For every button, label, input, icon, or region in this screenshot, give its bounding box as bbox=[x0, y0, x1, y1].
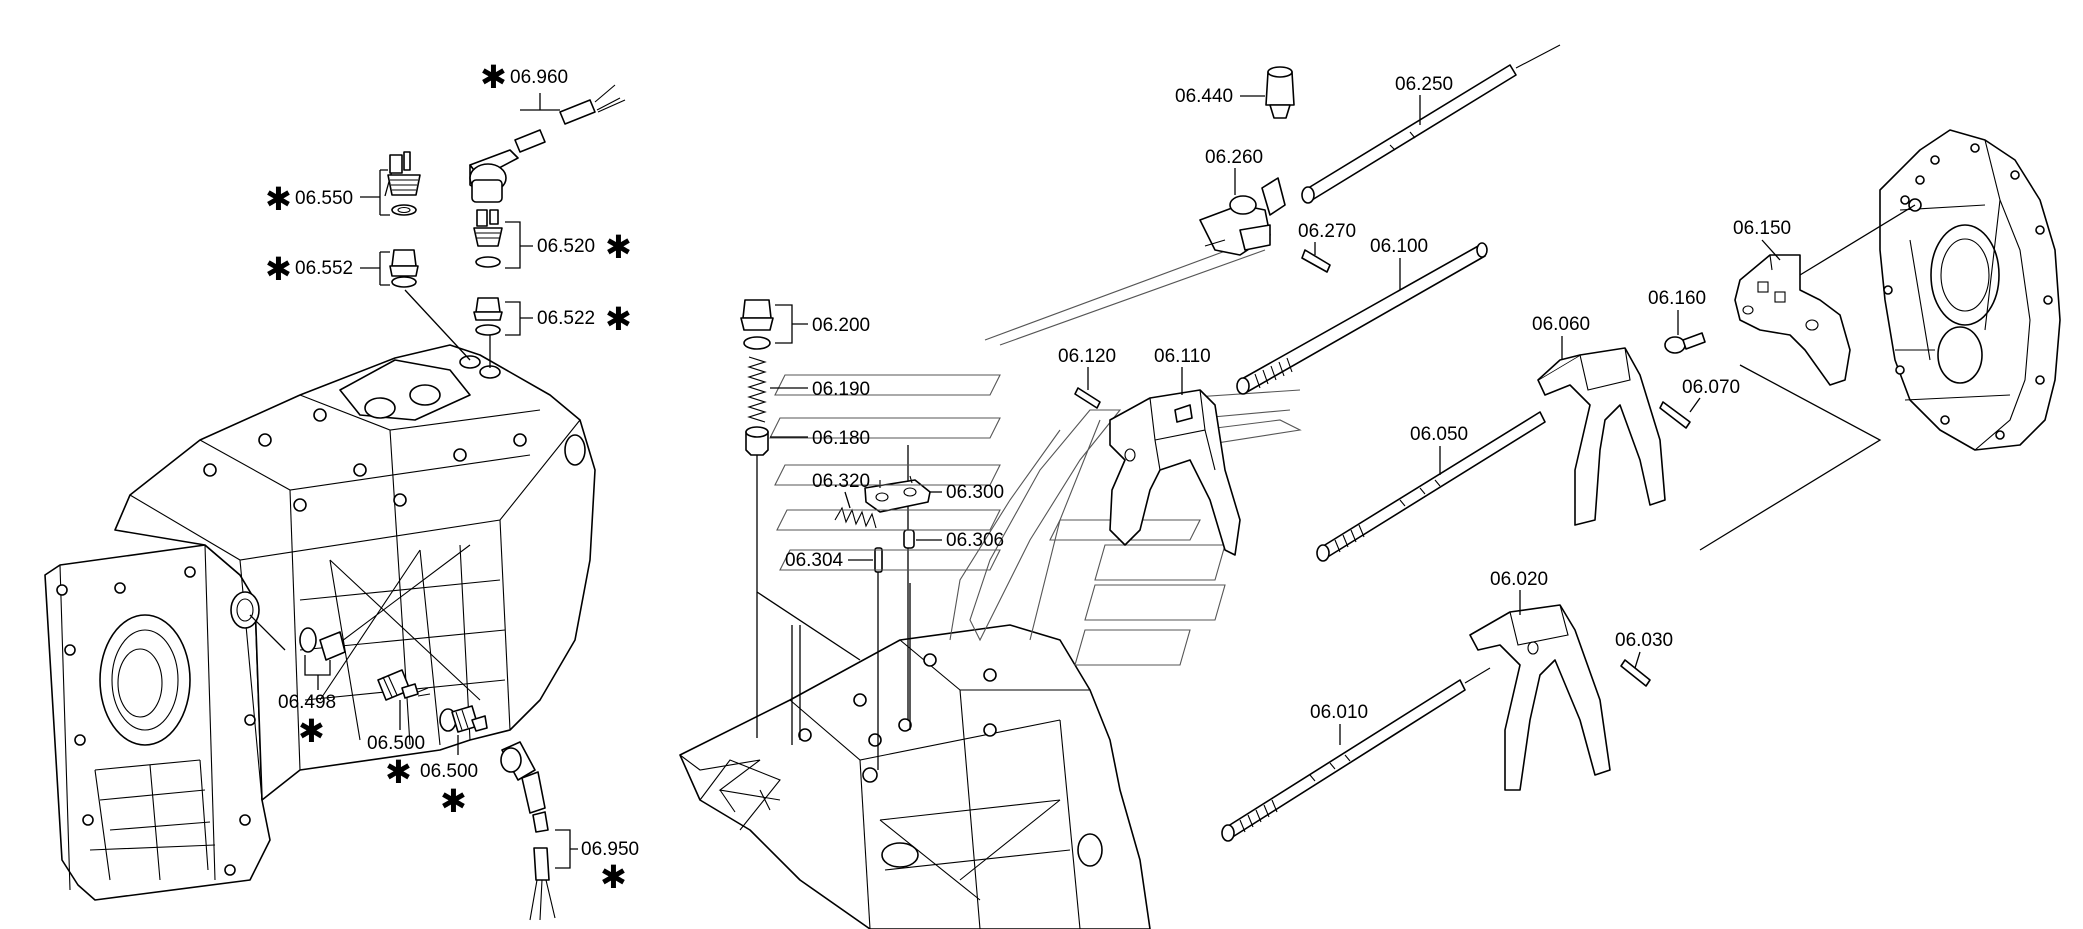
label-06120: 06.120 bbox=[1058, 346, 1116, 367]
ghost-outline-lines bbox=[769, 239, 1302, 666]
fork-06110 bbox=[1109, 389, 1241, 556]
pin-06270 bbox=[1301, 249, 1331, 273]
pin-06030 bbox=[1620, 659, 1651, 687]
center-leader-lines bbox=[756, 445, 911, 770]
right-cover bbox=[1879, 129, 2061, 451]
connector-06950 bbox=[500, 741, 556, 921]
star-mark: ✱ bbox=[440, 782, 467, 820]
pin-06070 bbox=[1659, 401, 1691, 429]
label-06300: 06.300 bbox=[946, 482, 1004, 503]
label-06050: 06.050 bbox=[1410, 424, 1468, 445]
label-06306: 06.306 bbox=[946, 530, 1004, 551]
label-06440: 06.440 bbox=[1175, 86, 1233, 107]
plug-06552 bbox=[389, 249, 419, 288]
center-housing-section bbox=[679, 624, 1151, 929]
pin-06304 bbox=[874, 547, 883, 573]
label-06160: 06.160 bbox=[1648, 288, 1706, 309]
star-mark: ✱ bbox=[385, 753, 412, 791]
rod-06010 bbox=[1221, 667, 1491, 842]
star-mark: ✱ bbox=[605, 300, 632, 338]
star-mark: ✱ bbox=[600, 858, 627, 896]
label-06520: 06.520 bbox=[537, 236, 595, 257]
label-06500-a: 06.500 bbox=[367, 733, 425, 754]
label-06250: 06.250 bbox=[1395, 74, 1453, 95]
label-06270: 06.270 bbox=[1298, 221, 1356, 242]
sensor-06960-connector bbox=[469, 84, 626, 203]
label-06020: 06.020 bbox=[1490, 569, 1548, 590]
star-mark: ✱ bbox=[298, 712, 325, 750]
star-mark: ✱ bbox=[265, 180, 292, 218]
label-06522: 06.522 bbox=[537, 308, 595, 329]
label-06190: 06.190 bbox=[812, 379, 870, 400]
rod-06050 bbox=[1316, 411, 1546, 562]
label-06320: 06.320 bbox=[812, 471, 870, 492]
label-06552: 06.552 bbox=[295, 258, 353, 279]
label-06200: 06.200 bbox=[812, 315, 870, 336]
plate-06150 bbox=[1734, 254, 1851, 386]
label-06110: 06.110 bbox=[1154, 346, 1211, 367]
star-mark: ✱ bbox=[480, 58, 507, 96]
label-06550: 06.550 bbox=[295, 188, 353, 209]
pin-06440 bbox=[1265, 66, 1295, 119]
rod-06250 bbox=[1301, 44, 1561, 204]
label-06180: 06.180 bbox=[812, 428, 870, 449]
sensor-06500-b bbox=[439, 705, 488, 733]
rod-06100 bbox=[1236, 242, 1488, 395]
label-06960: 06.960 bbox=[510, 67, 568, 88]
label-06060: 06.060 bbox=[1532, 314, 1590, 335]
plate-06300 bbox=[864, 475, 931, 513]
plug-06522 bbox=[473, 297, 503, 336]
label-06304: 06.304 bbox=[785, 550, 844, 571]
plug-06200 bbox=[740, 299, 774, 350]
label-06100: 06.100 bbox=[1370, 236, 1428, 257]
label-06260: 06.260 bbox=[1205, 147, 1263, 168]
sensor-06520 bbox=[473, 209, 503, 268]
label-06500-b: 06.500 bbox=[420, 761, 478, 782]
star-mark: ✱ bbox=[265, 250, 292, 288]
star-mark: ✱ bbox=[605, 228, 632, 266]
spring-06190 bbox=[747, 356, 767, 423]
left-transmission-housing bbox=[44, 344, 596, 901]
label-06150: 06.150 bbox=[1733, 218, 1791, 239]
screw-06160 bbox=[1664, 332, 1706, 354]
fork-06020 bbox=[1469, 604, 1611, 791]
sensor-06550 bbox=[387, 151, 421, 216]
right-leader-lines bbox=[1699, 204, 1916, 551]
pin-06120 bbox=[1074, 387, 1101, 409]
label-06070: 06.070 bbox=[1682, 377, 1740, 398]
selector-06260 bbox=[1199, 177, 1286, 256]
label-06010: 06.010 bbox=[1310, 702, 1368, 723]
plug-06498 bbox=[299, 627, 346, 661]
fork-06060 bbox=[1537, 347, 1666, 526]
sensor-06500-a bbox=[377, 669, 431, 701]
part-labels: ✱ 06.960 ✱ 06.550 ✱ 06.552 06.520 ✱ 06.5… bbox=[265, 58, 1791, 896]
pin-06306 bbox=[903, 529, 915, 549]
spring-06320 bbox=[834, 506, 877, 529]
label-06950: 06.950 bbox=[581, 839, 639, 860]
label-06030: 06.030 bbox=[1615, 630, 1673, 651]
label-06498: 06.498 bbox=[278, 692, 336, 713]
pin-06180 bbox=[745, 426, 769, 456]
